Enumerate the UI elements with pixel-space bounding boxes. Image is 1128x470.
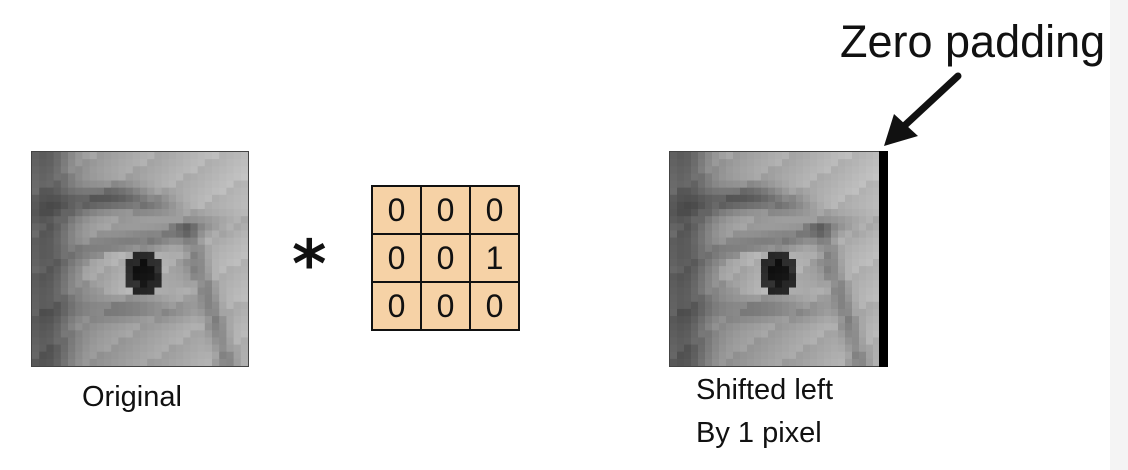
kernel-cell: 0: [420, 185, 471, 235]
original-eye-image: [31, 151, 249, 367]
pointer-arrow-icon: [884, 72, 962, 146]
kernel-cell: 0: [371, 233, 422, 283]
kernel-cell: 0: [371, 281, 422, 331]
kernel-row: 0 0 0: [371, 281, 520, 331]
kernel-cell: 0: [420, 281, 471, 331]
zero-padding-bar: [879, 151, 888, 367]
kernel-cell: 0: [469, 185, 520, 235]
original-caption: Original: [82, 381, 182, 413]
kernel-cell: 1: [469, 233, 520, 283]
kernel-cell: 0: [469, 281, 520, 331]
kernel-cell: 0: [420, 233, 471, 283]
kernel-cell: 0: [371, 185, 422, 235]
slide-edge: [1110, 0, 1128, 470]
kernel-row: 0 0 0: [371, 185, 520, 235]
kernel-row: 0 0 1: [371, 233, 520, 283]
zero-padding-label: Zero padding: [840, 16, 1106, 67]
shifted-caption-line2: By 1 pixel: [696, 417, 822, 449]
kernel-matrix: 0 0 0 0 0 1 0 0 0: [371, 185, 520, 331]
convolution-operator: *: [292, 226, 327, 303]
shifted-eye-image: [669, 151, 881, 367]
shifted-caption-line1: Shifted left: [696, 374, 834, 406]
